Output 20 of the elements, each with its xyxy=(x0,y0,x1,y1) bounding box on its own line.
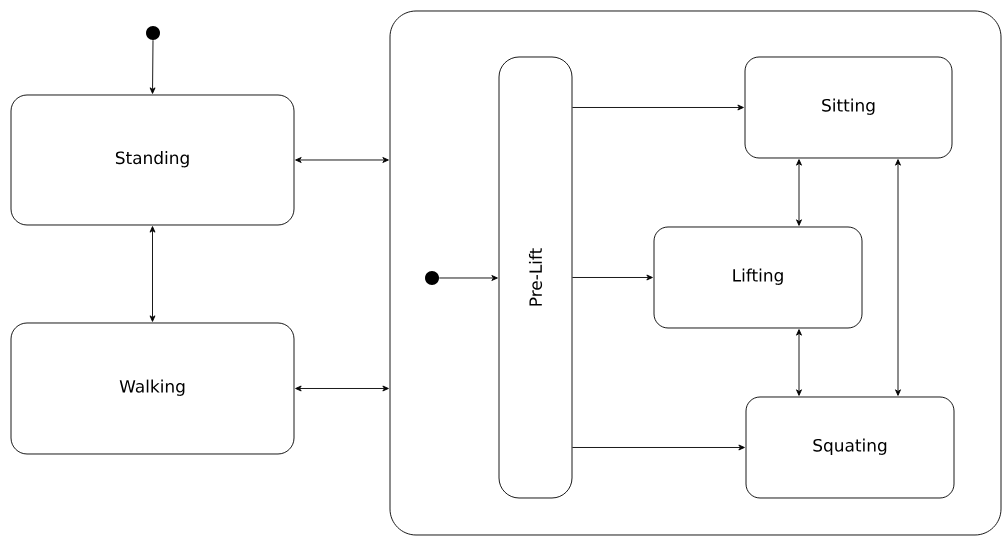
arrow xyxy=(438,275,498,281)
state-box: Squating xyxy=(745,396,955,499)
arrow xyxy=(572,274,653,281)
state-box: Pre-Lift xyxy=(498,56,573,499)
composite-state-box xyxy=(389,10,1002,536)
arrow xyxy=(295,157,389,163)
state-box: Standing xyxy=(10,94,295,226)
state-box: Sitting xyxy=(744,56,953,159)
arrow xyxy=(149,39,156,94)
state-box: Walking xyxy=(10,322,295,455)
arrow xyxy=(149,226,156,322)
arrow xyxy=(572,444,745,451)
arrow xyxy=(895,159,901,396)
arrow xyxy=(796,159,802,226)
arrow xyxy=(295,385,389,392)
arrow xyxy=(796,329,802,396)
arrow xyxy=(572,104,744,111)
initial-state-dot xyxy=(146,26,160,40)
initial-state-dot xyxy=(425,271,439,285)
state-box: Lifting xyxy=(653,226,863,329)
